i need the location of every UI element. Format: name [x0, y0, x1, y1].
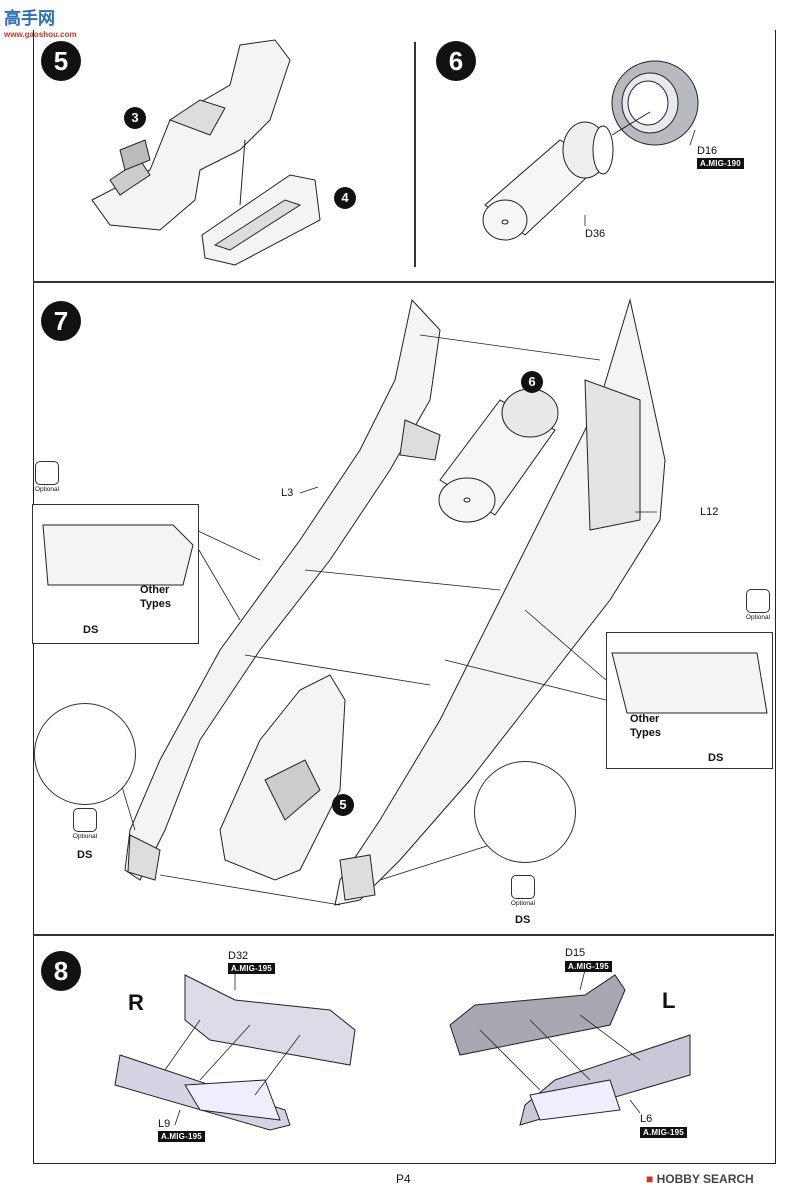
part-l6-label: L6 — [640, 1113, 653, 1125]
site-logo-text: 高手网 — [4, 9, 55, 28]
divider-5-6 — [414, 42, 416, 267]
part-d15-tag: A.MIG-195 — [565, 961, 612, 972]
optional-caption: Optional — [510, 900, 536, 907]
step-8-badge: 8 — [41, 951, 81, 991]
site-logo: 高手网 www.gaoshou.com — [4, 4, 77, 40]
inset-circle-right — [474, 761, 576, 863]
optional-icon-right: Optional — [735, 589, 781, 621]
divider-top — [33, 281, 774, 283]
part-l3-label: L3 — [281, 487, 294, 499]
part-d15-label: D15 — [565, 947, 586, 959]
rotate-icon — [35, 461, 59, 485]
step-6-badge: 6 — [436, 41, 476, 81]
other-types-right-1: Other — [630, 713, 660, 725]
hobby-search-logo: ■ HOBBY SEARCH — [646, 1172, 754, 1186]
inset-circle-left — [34, 703, 136, 805]
inset-left-top-art — [42, 524, 194, 586]
left-side-label: L — [662, 988, 676, 1013]
ds-circle-left: DS — [77, 849, 93, 861]
right-side-label: R — [128, 990, 144, 1015]
other-types-left-1: Other — [140, 584, 170, 596]
part-l12-label: L12 — [700, 506, 719, 518]
part-d16-label: D16 — [697, 145, 718, 157]
ds-right: DS — [708, 752, 724, 764]
callout-6: 6 — [521, 371, 543, 393]
optional-caption: Optional — [34, 486, 60, 493]
optional-caption: Optional — [745, 614, 771, 621]
part-l9-tag: A.MIG-195 — [158, 1131, 205, 1142]
other-types-left-2: Types — [140, 598, 171, 610]
step-7-badge: 7 — [41, 301, 81, 341]
rotate-icon — [746, 589, 770, 613]
inset-right — [606, 632, 773, 769]
optional-icon-left: Optional — [24, 461, 70, 493]
page-number: P4 — [396, 1172, 411, 1186]
optional-icon-ds-right: Optional — [500, 875, 546, 907]
part-d16-tag: A.MIG-190 — [697, 158, 744, 169]
rotate-icon — [73, 808, 97, 832]
callout-3: 3 — [124, 107, 146, 129]
inset-right-art — [611, 652, 768, 714]
brand-icon: ■ — [646, 1172, 657, 1186]
ds-left: DS — [83, 624, 99, 636]
part-d32-tag: A.MIG-195 — [228, 963, 275, 974]
part-d36-label: D36 — [585, 228, 606, 240]
ds-circle-right: DS — [515, 914, 531, 926]
brand-text: HOBBY SEARCH — [656, 1172, 754, 1186]
optional-icon-ds-left: Optional — [62, 808, 108, 840]
callout-4: 4 — [334, 187, 356, 209]
site-logo-url: www.gaoshou.com — [4, 30, 77, 39]
rotate-icon — [511, 875, 535, 899]
part-l9-label: L9 — [158, 1118, 171, 1130]
optional-caption: Optional — [72, 833, 98, 840]
divider-bottom — [33, 934, 774, 936]
step-5-badge: 5 — [41, 41, 81, 81]
other-types-right-2: Types — [630, 727, 661, 739]
callout-5: 5 — [332, 794, 354, 816]
part-l6-tag: A.MIG-195 — [640, 1127, 687, 1138]
part-d32-label: D32 — [228, 950, 249, 962]
inset-left-top — [32, 504, 199, 644]
